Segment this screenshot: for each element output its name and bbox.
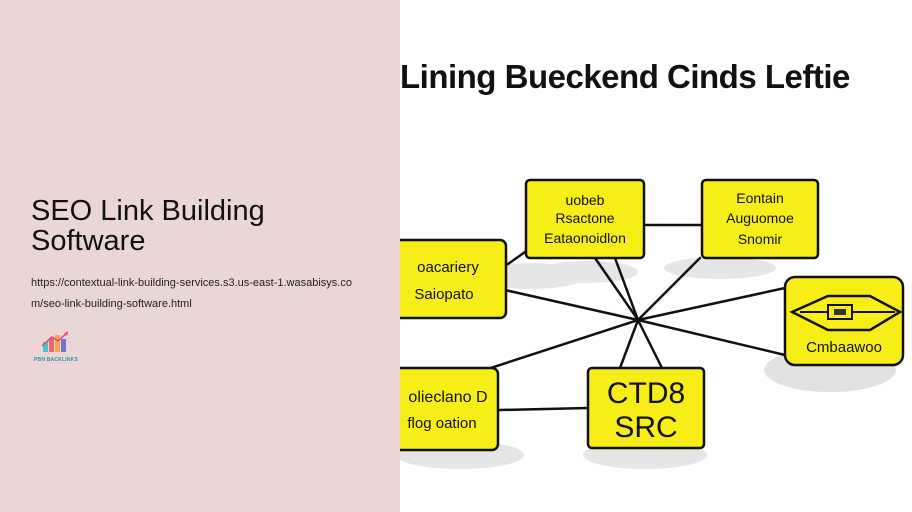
svg-text:Auguomoe: Auguomoe [726, 210, 794, 226]
svg-text:olieclano D: olieclano D [408, 389, 487, 406]
logo-text: PBN BACKLINKS [34, 357, 78, 363]
svg-text:uobeb: uobeb [566, 192, 605, 208]
svg-text:SRC: SRC [614, 411, 677, 444]
svg-text:CTD8: CTD8 [607, 377, 685, 410]
node-bottom-center: CTD8 SRC [586, 366, 706, 450]
diagram-image: Lining Bueckend Cinds Leftie uobe [400, 0, 912, 512]
svg-text:flog oation: flog oation [407, 415, 476, 432]
svg-text:oacariery: oacariery [417, 259, 479, 276]
node-right-middle: Cmbaawoo [783, 275, 905, 367]
left-panel: SEO Link Building Software https://conte… [0, 0, 400, 512]
diagram-heading: Lining Bueckend Cinds Leftie [400, 58, 850, 95]
svg-text:Rsactone: Rsactone [555, 210, 614, 226]
node-left-middle: oacariery Saiopato [400, 238, 508, 320]
node-top-right: Eontain Auguomoe Snomir [700, 178, 820, 260]
svg-text:Saiopato: Saiopato [414, 286, 473, 303]
svg-text:Eontain: Eontain [736, 190, 783, 206]
svg-text:Eataonoidlon: Eataonoidlon [544, 230, 626, 246]
logo-graphic-icon [41, 331, 69, 352]
svg-text:Cmbaawoo: Cmbaawoo [806, 339, 882, 356]
pbn-backlinks-logo: PBN BACKLINKS [30, 330, 82, 364]
node-shadow [664, 257, 776, 279]
page-url-link[interactable]: https://contextual-link-building-service… [31, 277, 352, 310]
network-diagram: Lining Bueckend Cinds Leftie uobe [400, 58, 905, 469]
node-bottom-left: olieclano D flog oation [400, 366, 500, 452]
page-title: SEO Link Building Software [31, 195, 265, 257]
svg-text:Snomir: Snomir [738, 231, 783, 247]
node-top-center: uobeb Rsactone Eataonoidlon [524, 178, 646, 260]
node-shadow [538, 261, 638, 283]
